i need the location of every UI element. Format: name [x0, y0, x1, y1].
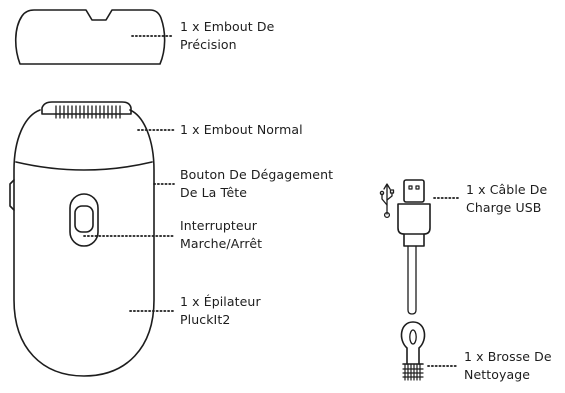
leader-lines	[83, 35, 461, 367]
precision-tip-illustration	[14, 9, 166, 65]
usb-symbol-icon	[379, 183, 395, 219]
label-precision-tip: 1 x Embout De Précision	[180, 19, 275, 52]
label-cleaning-brush: 1 x Brosse De Nettoyage	[464, 349, 552, 382]
label-head-release-button: Bouton De Dégagement De La Tête	[180, 167, 334, 200]
usb-cable-illustration	[397, 179, 431, 315]
label-power-switch: Interrupteur Marche/Arrêt	[180, 218, 263, 251]
label-epilator: 1 x Épilateur PluckIt2	[180, 294, 261, 327]
label-normal-tip: 1 x Embout Normal	[180, 122, 303, 137]
label-usb-cable: 1 x Câble De Charge USB	[466, 182, 548, 215]
cleaning-brush-illustration	[400, 321, 426, 381]
brush-bristles	[402, 363, 424, 381]
tweezer-teeth	[55, 105, 121, 119]
epilator-illustration	[9, 101, 155, 377]
